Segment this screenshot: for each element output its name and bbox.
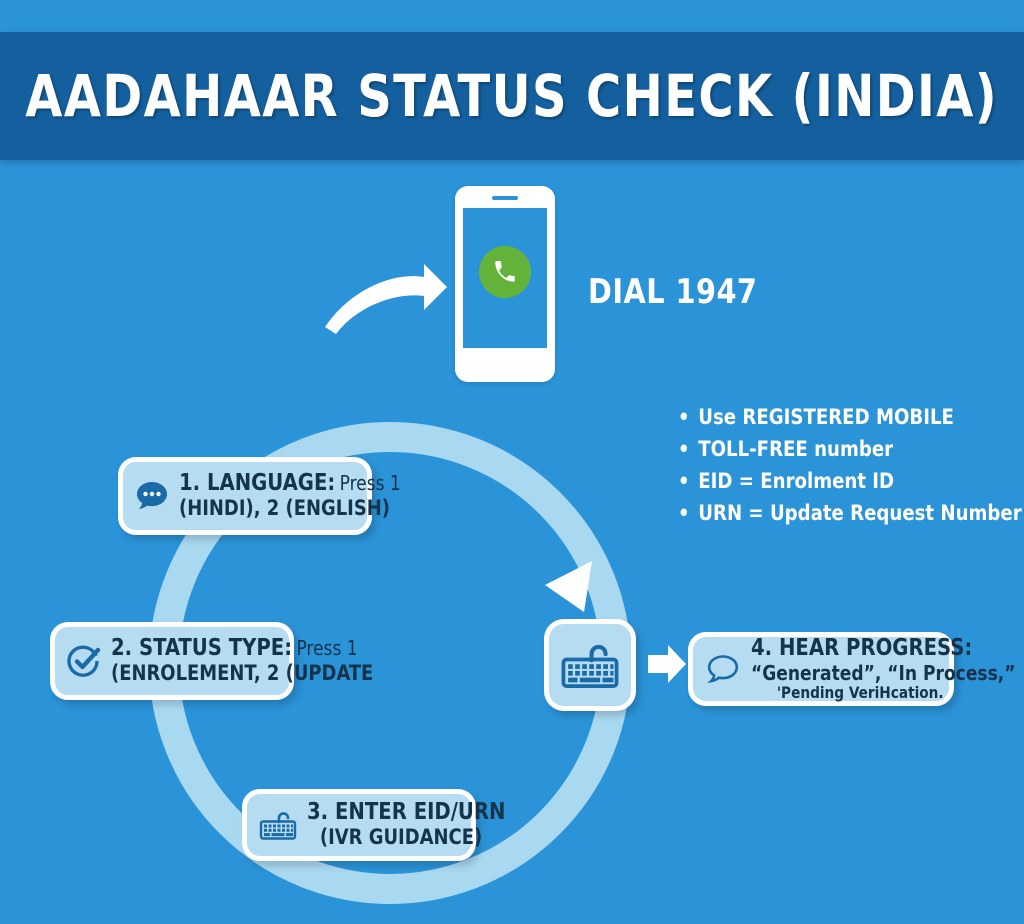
bullet-icon: • — [678, 501, 690, 525]
bullet-icon: • — [678, 437, 690, 461]
step-title: 2. STATUS TYPE: — [111, 635, 293, 662]
phone-call-icon — [479, 246, 531, 298]
bullet-icon: • — [678, 405, 690, 429]
keyboard-icon — [560, 640, 620, 690]
step-subtitle: (ENROLEMENT, 2 (UPDATE — [111, 661, 374, 686]
list-item: • Use REGISTERED MOBILE — [678, 401, 995, 433]
step-title: 4. HEAR PROGRESS: — [751, 634, 973, 661]
step-card-language[interactable]: 1. LANGUAGE: Press 1 (HINDI), 2 (ENGLISH… — [118, 457, 401, 535]
step-title: 3. ENTER EID/URN — [307, 799, 506, 826]
note-text: EID = Enrolment ID — [698, 469, 895, 493]
step-subtitle: (IVR GUIDANCE) — [319, 825, 483, 850]
speech-bubble-outline-icon — [705, 653, 741, 685]
step-card-text: 3. ENTER EID/URN (IVR GUIDANCE) — [307, 799, 506, 850]
step-card-hear-progress[interactable]: 4. HEAR PROGRESS: “Generated”, “In Proce… — [688, 632, 1016, 706]
triangle-arrow-icon — [545, 561, 592, 612]
step-card-text: 2. STATUS TYPE: Press 1 (ENROLEMENT, 2 (… — [111, 635, 374, 686]
step-detail: Press 1 — [339, 471, 401, 496]
step-card-text: 1. LANGUAGE: Press 1 (HINDI), 2 (ENGLISH… — [179, 470, 401, 521]
step-subtitle: (HINDI), 2 (ENGLISH) — [179, 496, 390, 521]
phone-speaker — [492, 196, 518, 200]
step-subtitle: “Generated”, “In Process,” — [751, 660, 1016, 685]
step-card-status-type[interactable]: 2. STATUS TYPE: Press 1 (ENROLEMENT, 2 (… — [50, 622, 373, 700]
notes-list: • Use REGISTERED MOBILE • TOLL-FREE numb… — [678, 401, 1022, 529]
step-card-enter-eid-urn[interactable]: 3. ENTER EID/URN (IVR GUIDANCE) — [242, 789, 505, 861]
dial-label: DIAL 1947 — [588, 272, 758, 312]
step-detail: Press 1 — [296, 636, 358, 661]
step-title: 1. LANGUAGE: — [179, 470, 336, 497]
handset-glyph — [495, 261, 515, 282]
page-title: AADAHAAR STATUS CHECK (INDIA) — [25, 62, 999, 130]
note-text: URN = Update Request Number — [698, 501, 1022, 525]
keyboard-icon — [259, 809, 297, 841]
header-band: AADAHAAR STATUS CHECK (INDIA) — [0, 32, 1024, 160]
phone-illustration — [455, 186, 555, 382]
step-footnote: 'Pending VeriHcation. — [776, 683, 944, 703]
right-arrow-icon — [648, 645, 686, 683]
step-card-text: 4. HEAR PROGRESS: “Generated”, “In Proce… — [751, 634, 1016, 703]
list-item: • URN = Update Request Number — [678, 497, 1022, 529]
bullet-icon: • — [678, 469, 690, 493]
speech-bubble-dots-icon — [135, 480, 169, 512]
list-item: • TOLL-FREE number — [678, 433, 995, 465]
list-item: • EID = Enrolment ID — [678, 465, 995, 497]
keyboard-tile[interactable] — [544, 619, 636, 711]
check-circle-icon — [67, 644, 101, 678]
note-text: TOLL-FREE number — [698, 437, 894, 461]
curved-arrow-icon — [325, 264, 447, 334]
note-text: Use REGISTERED MOBILE — [698, 405, 954, 429]
